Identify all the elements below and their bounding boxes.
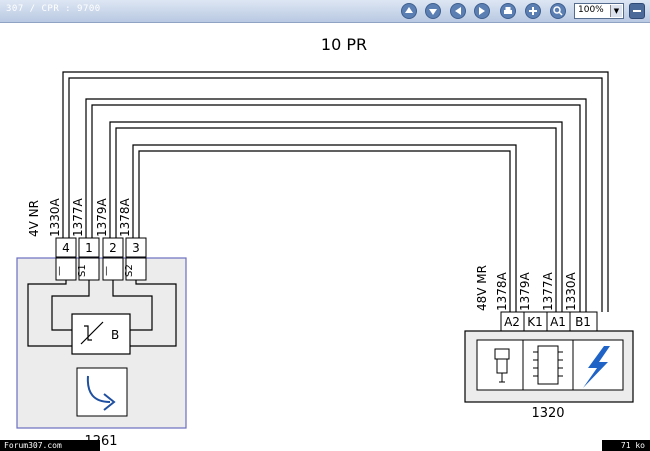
component-1320: 48V MR 1378A 1379A 1377A 1330A A2 K1 A1 … (464, 265, 634, 421)
print-icon[interactable] (500, 3, 516, 19)
right-block-label: 48V MR (475, 265, 489, 311)
left-pin-fn-1: — (54, 266, 65, 276)
footer-size-label: 71 ko (602, 440, 650, 451)
left-wire-label-4: 1378A (118, 197, 132, 237)
ecu-chip-icon (533, 345, 563, 385)
component-1261: 4V NR 1330A 1377A 1379A 1378A 4 1 2 3 — … (16, 197, 187, 449)
right-pin-2: K1 (527, 315, 543, 329)
right-pin-3: A1 (550, 315, 566, 329)
diagram-title: 10 PR (321, 35, 367, 54)
right-wire-label-2: 1379A (518, 271, 532, 311)
right-wire-label-1: 1378A (495, 271, 509, 311)
left-pin-fn-2: S1 (77, 264, 88, 277)
toolbar: 307 / CPR : 9700 100% ▼ (0, 0, 650, 23)
left-arrow-icon[interactable] (450, 3, 466, 19)
right-wire-label-3: 1377A (541, 271, 555, 311)
left-pin-3: 2 (109, 241, 117, 255)
wire-bundle (62, 71, 609, 312)
right-pin-1: A2 (504, 315, 520, 329)
left-pin-1: 4 (62, 241, 70, 255)
zoom-select[interactable]: 100% ▼ (574, 3, 624, 19)
left-pin-4: 3 (132, 241, 140, 255)
lightning-icon (583, 346, 610, 388)
add-icon[interactable] (525, 3, 541, 19)
switch-label: B (111, 328, 119, 342)
left-block-label: 4V NR (27, 200, 41, 237)
right-arrow-icon[interactable] (474, 3, 490, 19)
wire-1377A (85, 98, 587, 312)
up-arrow-icon[interactable] (401, 3, 417, 19)
left-wire-label-3: 1379A (95, 197, 109, 237)
down-arrow-icon[interactable] (425, 3, 441, 19)
chevron-down-icon: ▼ (610, 5, 622, 17)
right-wire-label-4: 1330A (564, 271, 578, 311)
footer-site-label: Forum307.com (0, 440, 100, 451)
right-component-id: 1320 (531, 406, 564, 421)
left-wire-label-2: 1377A (71, 197, 85, 237)
left-pin-fn-4: S2 (124, 264, 135, 277)
zoom-value: 100% (578, 5, 604, 15)
left-pin-fn-3: — (101, 266, 112, 276)
wire-1378A (132, 144, 517, 312)
left-wire-label-1: 1330A (48, 197, 62, 237)
zoom-out-icon[interactable] (629, 3, 645, 19)
search-icon[interactable] (550, 3, 566, 19)
actuator-icon (494, 348, 510, 383)
right-pin-4: B1 (575, 315, 591, 329)
left-pin-2: 1 (85, 241, 93, 255)
document-reference: 307 / CPR : 9700 (6, 4, 101, 14)
sensor-symbol-icon (86, 375, 116, 411)
wire-1330A (62, 71, 609, 312)
wire-1379A (109, 121, 563, 312)
